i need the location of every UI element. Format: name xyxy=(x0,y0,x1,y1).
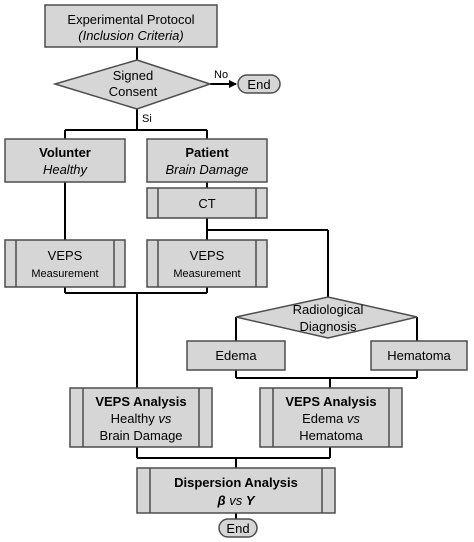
volunteer-title: Volunter xyxy=(39,145,91,160)
protocol-box: Experimental Protocol (Inclusion Criteri… xyxy=(44,4,218,48)
analysis-right-title: VEPS Analysis xyxy=(285,394,376,409)
consent-line1: Signed xyxy=(113,68,153,83)
ct-label: CT xyxy=(198,196,215,211)
hematoma-label: Hematoma xyxy=(387,348,451,363)
hematoma-box: Hematoma xyxy=(370,340,468,371)
veps-analysis-left: VEPS Analysis Healthy vs Brain Damage xyxy=(69,387,213,448)
radiological-decision: Radiological Diagnosis xyxy=(235,296,418,339)
edema-box: Edema xyxy=(186,340,286,371)
patient-box: Patient Brain Damage xyxy=(146,138,268,183)
analysis-left-line3: Brain Damage xyxy=(99,428,182,443)
analysis-left-line2: Healthy vs xyxy=(111,411,172,426)
radiological-line1: Radiological xyxy=(293,302,364,317)
dispersion-analysis: Dispersion Analysis β vs Υ xyxy=(136,467,336,514)
si-label: Si xyxy=(142,113,152,125)
analysis-right-line2: Edema vs xyxy=(302,411,360,426)
patient-title: Patient xyxy=(185,145,229,160)
protocol-title: Experimental Protocol xyxy=(67,12,194,27)
dispersion-title: Dispersion Analysis xyxy=(174,475,298,490)
end-bottom-terminal: End xyxy=(218,518,258,538)
veps-measurement-right: VEPS Measurement xyxy=(146,239,268,288)
veps-analysis-right: VEPS Analysis Edema vs Hematoma xyxy=(259,387,403,448)
connectors xyxy=(64,47,418,519)
veps-right-line2: Measurement xyxy=(173,268,240,280)
end-top-label: End xyxy=(247,77,270,92)
edema-label: Edema xyxy=(215,348,257,363)
veps-left-line2: Measurement xyxy=(31,268,98,280)
veps-left-line1: VEPS xyxy=(48,248,83,263)
protocol-subtitle: (Inclusion Criteria) xyxy=(78,28,183,43)
consent-line2: Consent xyxy=(109,84,158,99)
no-label: No xyxy=(214,69,228,81)
analysis-left-title: VEPS Analysis xyxy=(95,394,186,409)
ct-process: CT xyxy=(146,187,268,219)
end-bottom-label: End xyxy=(226,521,249,536)
radiological-line2: Diagnosis xyxy=(299,319,357,334)
volunteer-box: Volunter Healthy xyxy=(4,138,126,183)
analysis-right-line3: Hematoma xyxy=(299,428,363,443)
patient-subtitle: Brain Damage xyxy=(165,162,248,177)
volunteer-subtitle: Healthy xyxy=(43,162,89,177)
consent-decision: Signed Consent xyxy=(52,59,213,110)
dispersion-line2: β vs Υ xyxy=(217,493,256,508)
end-top-terminal: End xyxy=(237,74,281,94)
veps-measurement-left: VEPS Measurement xyxy=(4,239,126,288)
veps-right-line1: VEPS xyxy=(190,248,225,263)
